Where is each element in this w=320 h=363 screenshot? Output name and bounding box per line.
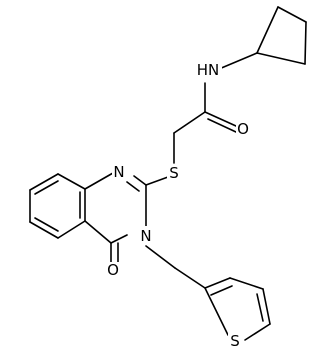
bond [210,285,233,296]
bond [29,221,59,239]
atom-labels: HN O S N N O S [106,61,250,350]
bond [204,277,231,289]
ring-nitrogen-3-label: N [140,227,151,245]
amide-oxygen-label: O [237,120,249,138]
bond [204,111,237,127]
bonds [29,6,307,341]
bond [57,220,86,239]
bond [110,234,128,244]
bond [256,6,279,54]
bond [173,111,206,134]
bond [145,176,169,186]
bond [133,175,147,186]
amide-nitrogen-label: HN [197,61,220,79]
bond [277,6,307,23]
thioether-sulfur-label: S [169,164,179,182]
bond [84,220,112,244]
molecule-structure: HN O S N N O S [29,6,307,350]
bond [262,288,271,325]
bond [57,173,86,190]
bond [84,172,114,190]
ring-nitrogen-1-label: N [113,163,124,181]
keto-oxygen-label: O [107,261,119,279]
bond [229,277,264,290]
bond [34,180,59,195]
bond [256,293,264,322]
bond [145,245,176,269]
bond [256,52,306,65]
bond [126,181,140,192]
bond [244,323,271,341]
bond [304,21,307,65]
bond [218,52,258,70]
bond [174,267,206,289]
thiophene-sulfur-label: S [230,332,240,350]
bond [34,217,59,232]
bond [29,173,59,191]
bond [204,287,229,336]
bond [207,118,237,133]
